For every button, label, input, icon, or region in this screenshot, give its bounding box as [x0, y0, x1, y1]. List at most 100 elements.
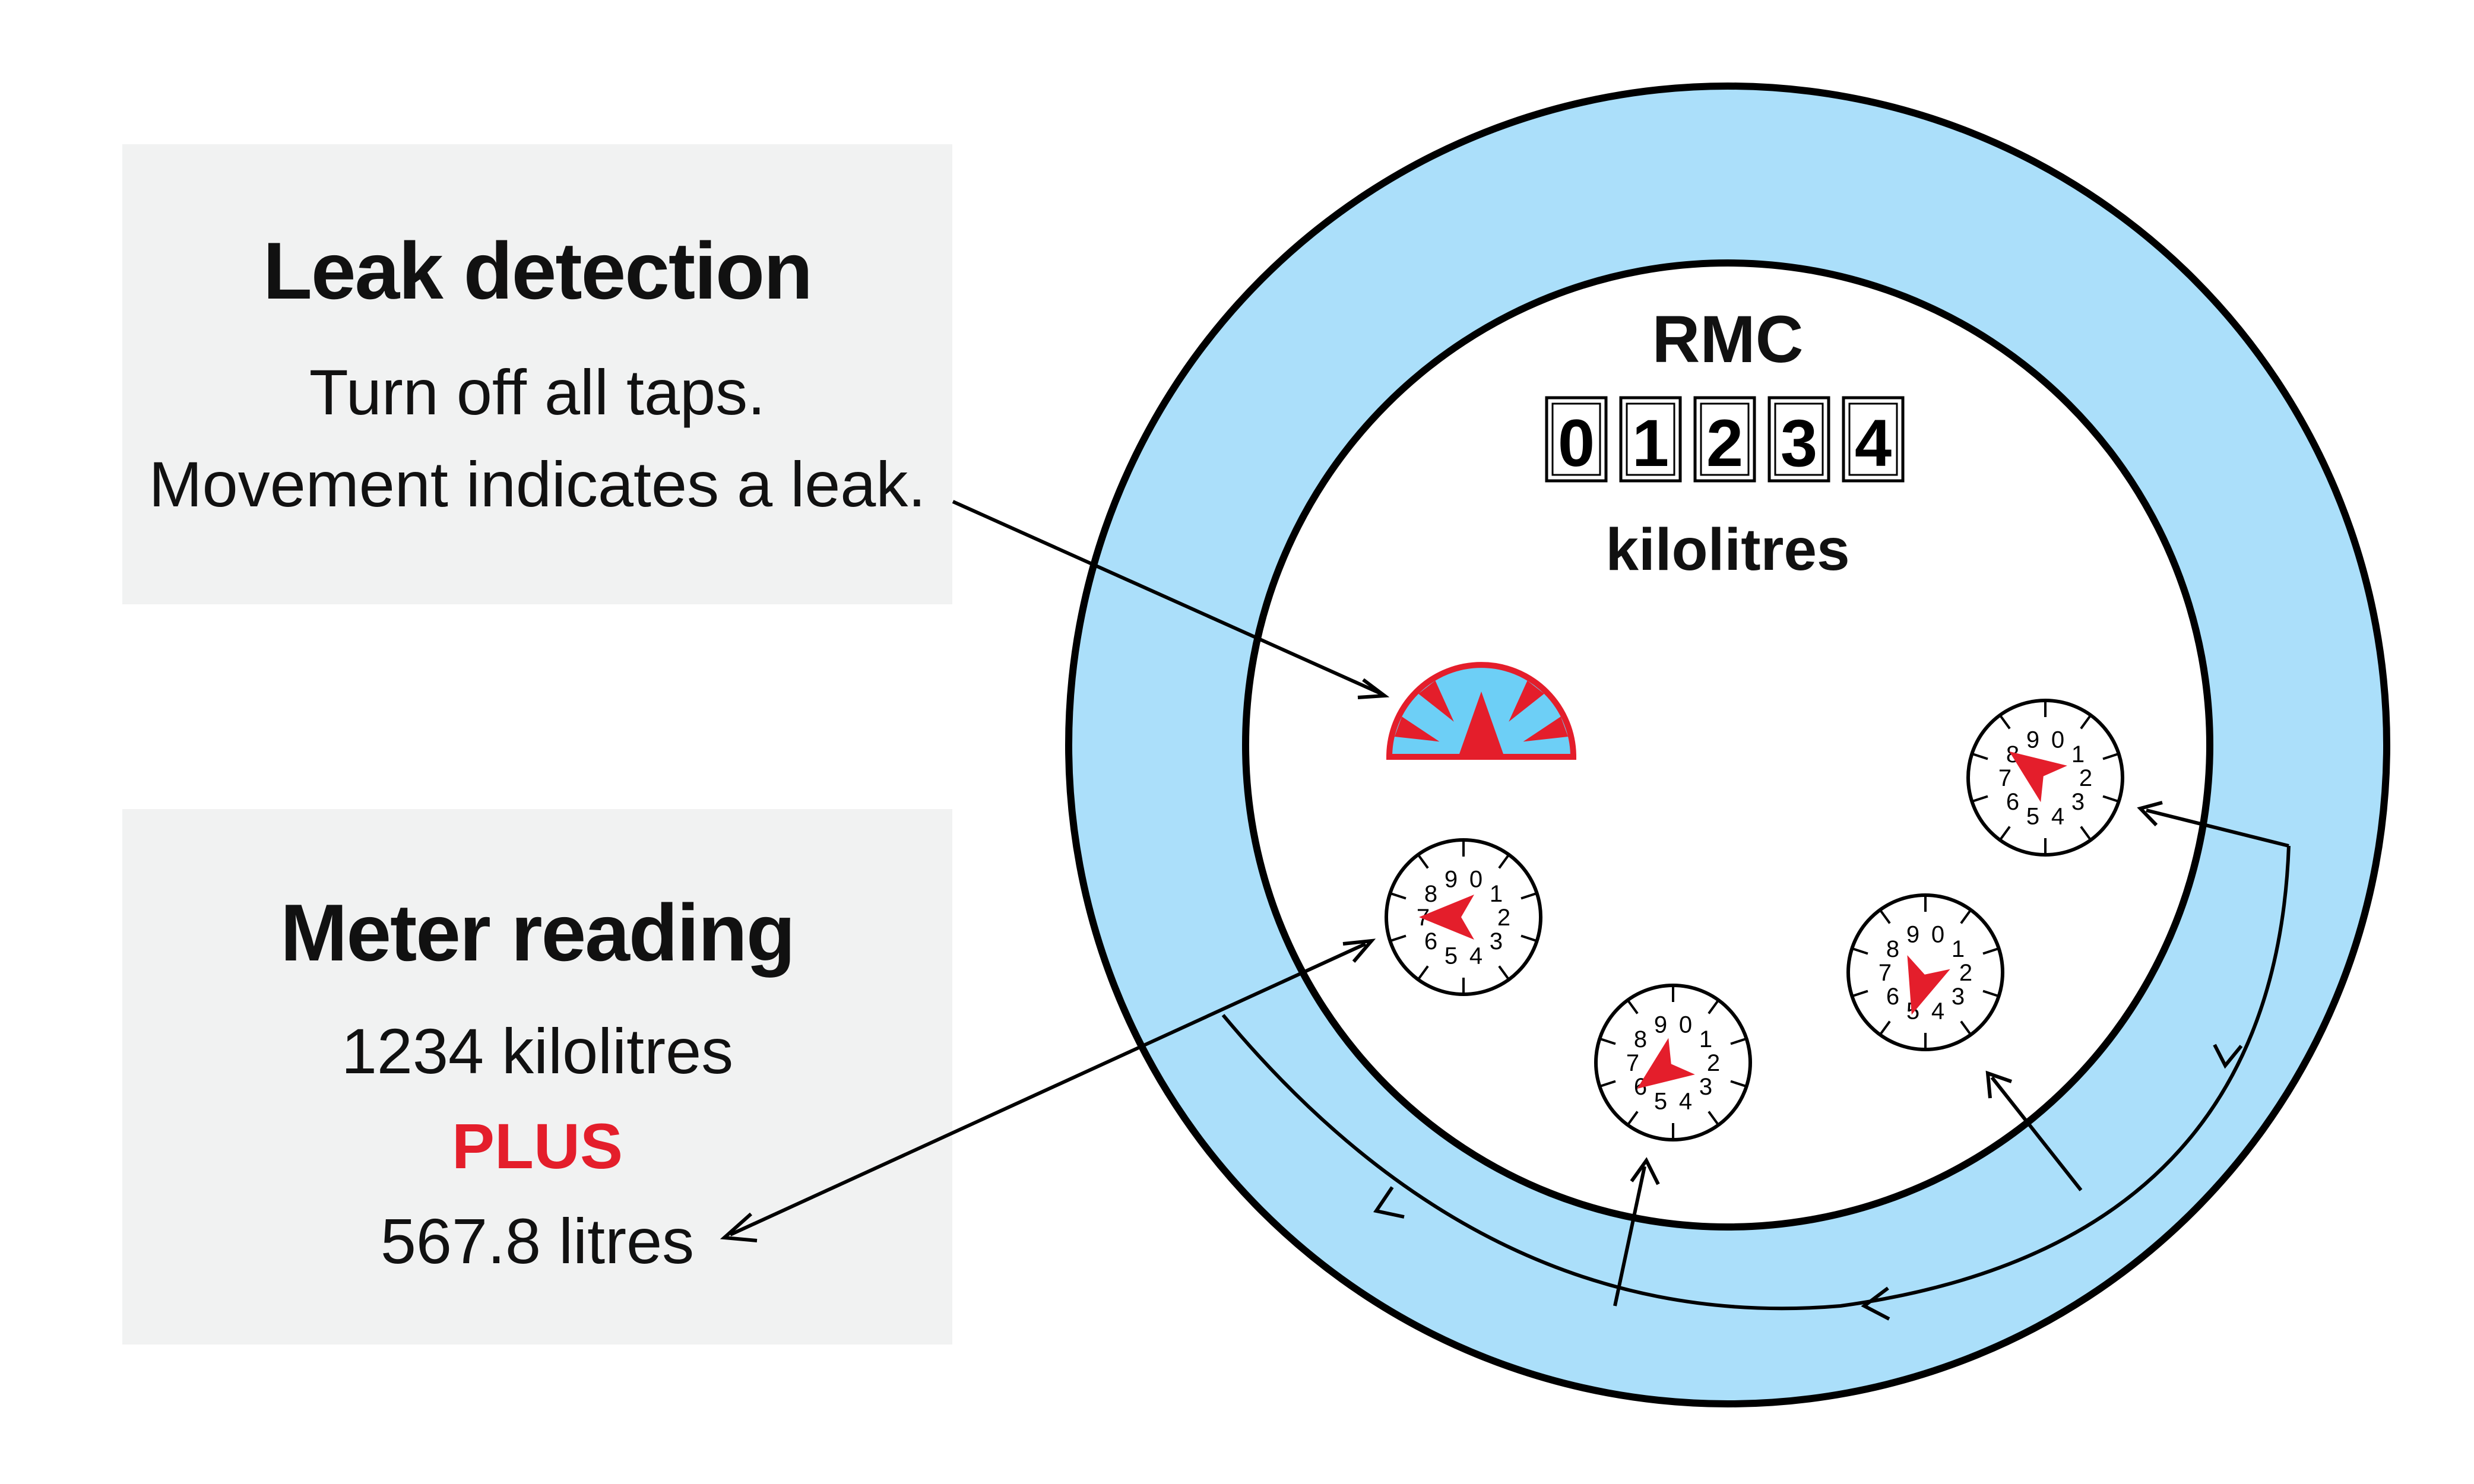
dial-a: 0123456789	[1966, 699, 2124, 857]
dial-tick	[1708, 1111, 1720, 1126]
leak-detection-panel: Leak detection Turn off all taps. Moveme…	[122, 144, 952, 604]
dial-number: 0	[1679, 1011, 1692, 1038]
leak-indicator	[1386, 662, 1577, 760]
dial-pointer	[1637, 1038, 1695, 1089]
dial-tick	[1851, 990, 1868, 998]
dial-tick	[1520, 934, 1538, 943]
dial-tick	[1599, 1037, 1616, 1045]
dial-tick	[2080, 826, 2092, 841]
dial-d: 0123456789	[1846, 893, 2004, 1051]
dial-tick	[1982, 947, 2000, 955]
leak-leader-line	[952, 500, 1382, 695]
dial-number: 2	[1497, 905, 1510, 931]
dial-tick	[1851, 947, 1868, 955]
dial-number: 4	[1679, 1089, 1692, 1115]
reading-leader-line	[729, 942, 1367, 1236]
dial-tick	[1879, 1020, 1891, 1036]
dial-number: 5	[1654, 1089, 1667, 1115]
dial-number: 5	[1445, 943, 1458, 969]
dial-number: 8	[1634, 1026, 1647, 1052]
dial-tick	[1626, 999, 1639, 1014]
dial-tick	[1971, 795, 1988, 803]
dial-number: 1	[1699, 1026, 1712, 1052]
dial-tick	[1998, 826, 2011, 841]
dial-tick	[1417, 854, 1429, 869]
dial-number: 6	[1424, 928, 1437, 955]
digit-counter: 0 1 2 3 4	[1545, 396, 1905, 483]
dial-number: 3	[1952, 984, 1965, 1010]
dial-tick	[1879, 909, 1891, 924]
digit-box: 3	[1767, 396, 1830, 483]
dial-number: 1	[1490, 881, 1503, 907]
meter-brand: RMC	[1652, 302, 1803, 376]
dial-tick	[1982, 990, 2000, 998]
flow-arrow-head-bottom	[1861, 1286, 1890, 1321]
dial-tick	[2102, 795, 2120, 803]
digit-3: 3	[1781, 406, 1817, 480]
dial-face	[1385, 838, 1542, 996]
dial-tick	[1998, 714, 2011, 730]
flow-arrow-head-right	[2213, 1044, 2243, 1069]
dial-number: 6	[2006, 789, 2019, 815]
dial-number: 6	[1886, 984, 1899, 1010]
dial-number: 3	[1490, 928, 1503, 955]
dial-face	[1594, 984, 1752, 1141]
dial-tick	[1417, 965, 1429, 981]
dial-tick	[1960, 909, 1972, 924]
connector-dial-a	[2146, 808, 2289, 848]
connector-dial-d	[1990, 1076, 2083, 1191]
dial-pointer	[1907, 955, 1950, 1015]
leak-indicator-pointer	[1459, 692, 1503, 754]
connector-dial-c	[1613, 1166, 1646, 1307]
leak-detection-line-2: Movement indicates a leak.	[148, 448, 926, 520]
leak-indicator-tooth	[1394, 716, 1440, 742]
meter-reading-plus: PLUS	[451, 1110, 623, 1182]
dial-number: 7	[1626, 1050, 1639, 1076]
digit-box: 4	[1842, 396, 1905, 483]
dial-number: 3	[1699, 1074, 1712, 1100]
dial-tick	[1708, 999, 1720, 1014]
dial-pointer	[1419, 895, 1474, 940]
dial-c: 0123456789	[1594, 984, 1752, 1141]
dial-number: 7	[1998, 765, 2011, 791]
leak-detection-title: Leak detection	[262, 226, 813, 316]
dial-number: 2	[2079, 765, 2092, 791]
dial-number: 1	[1952, 936, 1965, 962]
digit-1: 1	[1632, 406, 1669, 480]
meter-unit-label: kilolitres	[1605, 516, 1849, 583]
leak-indicator-tooth	[1418, 680, 1454, 722]
digit-2: 2	[1706, 406, 1743, 480]
dial-tick	[1599, 1080, 1616, 1088]
digit-box: 2	[1693, 396, 1756, 483]
dial-tick	[1960, 1020, 1972, 1036]
dial-pointer	[2009, 751, 2067, 803]
dial-tick	[1498, 854, 1510, 869]
dial-number: 9	[1906, 921, 1919, 947]
dial-number: 7	[1879, 960, 1892, 986]
leak-indicator-tooth	[1523, 716, 1569, 742]
dial-tick	[1389, 892, 1407, 900]
dial-tick	[1389, 934, 1407, 943]
meter-reading-kilolitres: 1234 kilolitres	[341, 1015, 734, 1087]
dial-face	[1846, 893, 2004, 1051]
dial-number: 8	[1424, 881, 1437, 907]
dial-number: 9	[1445, 866, 1458, 892]
dial-number: 5	[2026, 804, 2039, 830]
digit-0: 0	[1558, 406, 1595, 480]
leak-detection-line-1: Turn off all taps.	[309, 356, 766, 428]
dial-number: 0	[1931, 921, 1944, 947]
dial-number: 2	[1959, 960, 1972, 986]
dial-b: 0123456789	[1385, 838, 1542, 996]
dial-tick	[2080, 714, 2092, 730]
dial-number: 1	[2071, 741, 2085, 768]
dial-tick	[1626, 1111, 1639, 1126]
dial-tick	[2102, 752, 2120, 760]
leak-indicator-tooth	[1509, 680, 1544, 722]
dial-number: 8	[1886, 936, 1899, 962]
dial-tick	[1971, 752, 1988, 760]
meter-reading-panel: Meter reading 1234 kilolitres PLUS 567.8…	[122, 809, 952, 1345]
dial-number: 4	[1931, 998, 1944, 1025]
flow-path	[1221, 845, 2291, 1311]
meter-reading-litres: 567.8 litres	[380, 1205, 695, 1277]
dial-tick	[1498, 965, 1510, 981]
